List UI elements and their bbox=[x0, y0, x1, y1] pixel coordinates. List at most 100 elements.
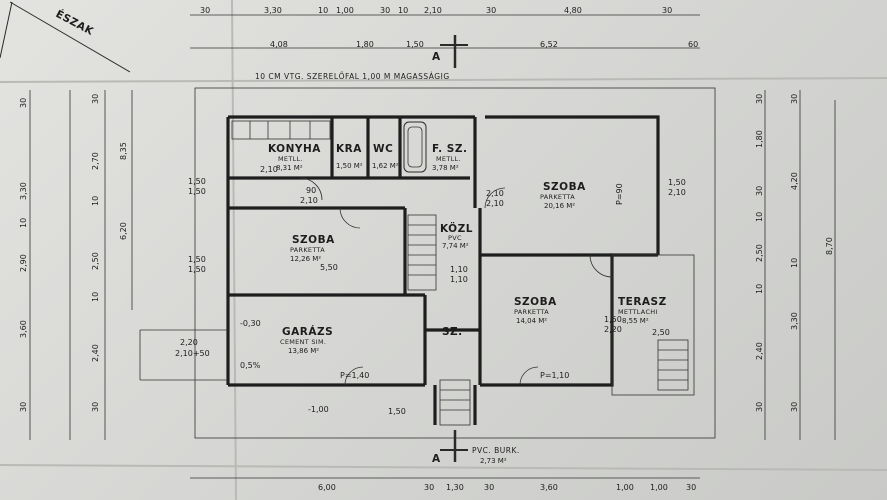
svg-text:2,10: 2,10 bbox=[486, 199, 504, 208]
top-dimension-lines: 30 3,30 10 1,00 30 10 2,10 30 4,80 30 4,… bbox=[190, 6, 700, 49]
north-indicator: ÉSZAK bbox=[0, 1, 131, 73]
svg-text:30: 30 bbox=[486, 6, 496, 15]
garage-ramp bbox=[139, 329, 228, 381]
svg-text:1,10: 1,10 bbox=[450, 265, 468, 274]
svg-text:1,00: 1,00 bbox=[650, 483, 668, 492]
terrace-outline bbox=[611, 254, 695, 396]
staircase bbox=[407, 214, 689, 426]
right-dimension-lines: 30 1,80 30 10 2,50 10 2,40 30 30 4,20 10… bbox=[755, 90, 836, 440]
svg-text:4,08: 4,08 bbox=[270, 40, 288, 49]
room-name: KRA bbox=[336, 143, 362, 155]
room-name: SZOBA bbox=[543, 181, 586, 193]
paper-fold bbox=[0, 77, 887, 83]
svg-text:30: 30 bbox=[19, 98, 28, 108]
svg-text:4,80: 4,80 bbox=[564, 6, 582, 15]
svg-text:8,55 M²: 8,55 M² bbox=[622, 317, 649, 325]
svg-text:METLL.: METLL. bbox=[278, 155, 303, 163]
svg-text:1,50: 1,50 bbox=[188, 177, 206, 186]
svg-text:30: 30 bbox=[755, 186, 764, 196]
svg-text:10: 10 bbox=[755, 284, 764, 294]
room-labels: KONYHA METLL. 8,31 M² KRA 1,50 M² WC 1,6… bbox=[268, 143, 667, 355]
svg-text:1,30: 1,30 bbox=[446, 483, 464, 492]
svg-text:1,50 M²: 1,50 M² bbox=[336, 162, 363, 170]
note-top: 10 CM VTG. SZERELŐFAL 1,00 M MAGASSÁGIG bbox=[255, 72, 450, 81]
svg-text:6,20: 6,20 bbox=[119, 222, 128, 240]
svg-text:10: 10 bbox=[91, 292, 100, 302]
note-bottom-line2: 2,73 M² bbox=[480, 457, 507, 465]
svg-text:2,40: 2,40 bbox=[755, 342, 764, 360]
svg-text:0,5%: 0,5% bbox=[240, 361, 261, 370]
north-label: ÉSZAK bbox=[54, 7, 97, 38]
svg-text:2,70: 2,70 bbox=[91, 152, 100, 170]
room-name: SZOBA bbox=[514, 296, 557, 308]
svg-text:1,50: 1,50 bbox=[668, 178, 686, 187]
svg-text:10: 10 bbox=[790, 258, 799, 268]
svg-text:PARKETTA: PARKETTA bbox=[514, 308, 549, 316]
svg-text:A: A bbox=[432, 51, 441, 63]
svg-text:6,00: 6,00 bbox=[318, 483, 336, 492]
svg-text:30: 30 bbox=[91, 402, 100, 412]
svg-text:10: 10 bbox=[19, 218, 28, 228]
svg-text:2,10: 2,10 bbox=[668, 188, 686, 197]
svg-text:1,80: 1,80 bbox=[356, 40, 374, 49]
kitchen-counter bbox=[231, 120, 331, 140]
svg-text:METLL.: METLL. bbox=[436, 155, 461, 163]
room-name: TERASZ bbox=[618, 296, 667, 308]
svg-text:1,50: 1,50 bbox=[188, 265, 206, 274]
svg-text:1,50: 1,50 bbox=[188, 255, 206, 264]
room-name: F. SZ. bbox=[432, 143, 467, 155]
svg-text:8,31 M²: 8,31 M² bbox=[276, 164, 303, 172]
room-name: KÖZL bbox=[440, 221, 473, 235]
svg-text:2,40: 2,40 bbox=[91, 344, 100, 362]
svg-text:1,10: 1,10 bbox=[450, 275, 468, 284]
svg-text:1,00: 1,00 bbox=[336, 6, 354, 15]
svg-text:A: A bbox=[432, 453, 441, 465]
svg-text:2,10+50: 2,10+50 bbox=[175, 349, 210, 358]
svg-text:P=1,40: P=1,40 bbox=[340, 371, 369, 380]
svg-text:2,50: 2,50 bbox=[652, 328, 670, 337]
svg-text:30: 30 bbox=[484, 483, 494, 492]
svg-text:P=90: P=90 bbox=[615, 183, 624, 205]
svg-text:8,70: 8,70 bbox=[825, 237, 834, 255]
svg-text:3,30: 3,30 bbox=[790, 312, 799, 330]
svg-text:6,52: 6,52 bbox=[540, 40, 558, 49]
svg-text:1,50: 1,50 bbox=[388, 407, 406, 416]
svg-text:1,00: 1,00 bbox=[616, 483, 634, 492]
svg-text:1,80: 1,80 bbox=[755, 130, 764, 148]
bottom-dimension-line: 6,00 30 1,30 30 3,60 1,00 1,00 30 bbox=[190, 477, 700, 492]
room-name: GARÁZS bbox=[282, 325, 333, 338]
svg-text:CEMENT SIM.: CEMENT SIM. bbox=[280, 338, 326, 346]
interior-dimensions: 1,50 1,50 2,10 90 2,10 1,50 1,50 5,50 2,… bbox=[175, 165, 686, 416]
paper-fold bbox=[231, 0, 237, 500]
svg-text:30: 30 bbox=[424, 483, 434, 492]
svg-text:3,30: 3,30 bbox=[264, 6, 282, 15]
svg-text:PARKETTA: PARKETTA bbox=[290, 246, 325, 254]
svg-text:-0,30: -0,30 bbox=[240, 319, 261, 328]
left-dimension-lines: 30 3,30 10 2,90 3,60 30 30 2,70 10 2,50 … bbox=[19, 90, 133, 440]
svg-text:30: 30 bbox=[91, 94, 100, 104]
svg-text:PARKETTA: PARKETTA bbox=[540, 193, 575, 201]
svg-text:10: 10 bbox=[318, 6, 328, 15]
svg-text:8,35: 8,35 bbox=[119, 142, 128, 160]
svg-text:30: 30 bbox=[686, 483, 696, 492]
svg-text:2,10: 2,10 bbox=[300, 196, 318, 205]
svg-text:2,50: 2,50 bbox=[755, 244, 764, 262]
svg-text:90: 90 bbox=[306, 186, 316, 195]
svg-text:30: 30 bbox=[380, 6, 390, 15]
room-name: KONYHA bbox=[268, 143, 321, 155]
doors bbox=[299, 177, 613, 386]
svg-text:2,50: 2,50 bbox=[91, 252, 100, 270]
svg-text:4,20: 4,20 bbox=[790, 172, 799, 190]
svg-text:3,60: 3,60 bbox=[19, 320, 28, 338]
svg-text:20,16 M²: 20,16 M² bbox=[544, 202, 575, 210]
bathtub bbox=[403, 121, 427, 173]
paper-fold bbox=[0, 464, 887, 471]
section-marker-top: A bbox=[432, 35, 468, 68]
room-name: SZOBA bbox=[292, 234, 335, 246]
svg-text:10: 10 bbox=[91, 196, 100, 206]
svg-text:3,60: 3,60 bbox=[540, 483, 558, 492]
svg-text:3,30: 3,30 bbox=[19, 182, 28, 200]
svg-text:10: 10 bbox=[398, 6, 408, 15]
